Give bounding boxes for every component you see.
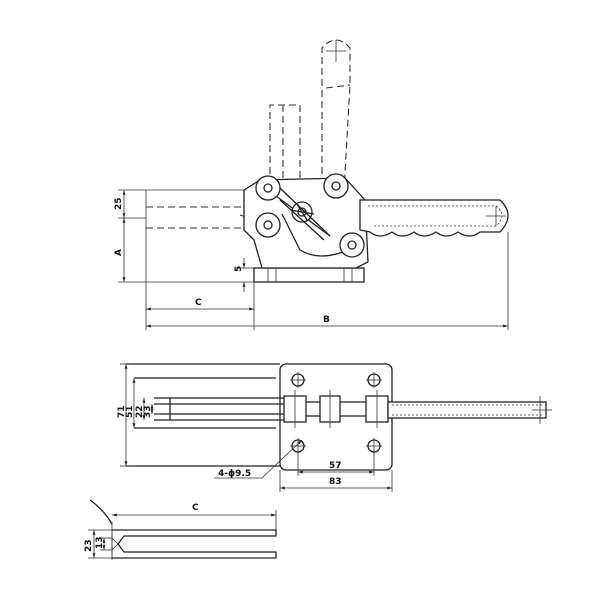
dim-83-label: 83 — [329, 477, 342, 487]
dim-23-label: 23 — [84, 539, 94, 552]
dim-33-label: 33 — [143, 405, 153, 418]
base-plate — [253, 267, 365, 283]
dim-25-label: 25 — [114, 197, 124, 210]
linkage-top — [283, 390, 389, 428]
side-view: 25 A 5 C B — [114, 39, 509, 330]
side-dimensions — [118, 189, 509, 330]
dim-51-label: 51 — [125, 405, 135, 418]
handle-grip — [359, 199, 509, 237]
hole-callout-label: 4-ϕ9.5 — [218, 469, 251, 479]
clamp-arm-top — [126, 363, 290, 467]
linkage — [255, 173, 365, 258]
top-view: 71 51 22 33 57 83 4-ϕ9.5 — [117, 363, 552, 492]
detail-dim-C-label: C — [192, 503, 199, 513]
detail-view — [88, 499, 277, 560]
dim-22-label: 22 — [135, 405, 145, 418]
dim-5-label: 5 — [234, 266, 244, 272]
dim-57-label: 57 — [329, 461, 342, 471]
dim-A-label: A — [114, 249, 124, 256]
dim-71-label: 71 — [117, 405, 127, 418]
dim-B-label: B — [323, 315, 330, 325]
top-dimensions — [120, 363, 393, 492]
dim-C-label: C — [195, 298, 202, 308]
handle-grip-top — [387, 396, 552, 424]
dim-13-label: 13 — [95, 536, 105, 549]
clamp-arm — [145, 190, 260, 330]
